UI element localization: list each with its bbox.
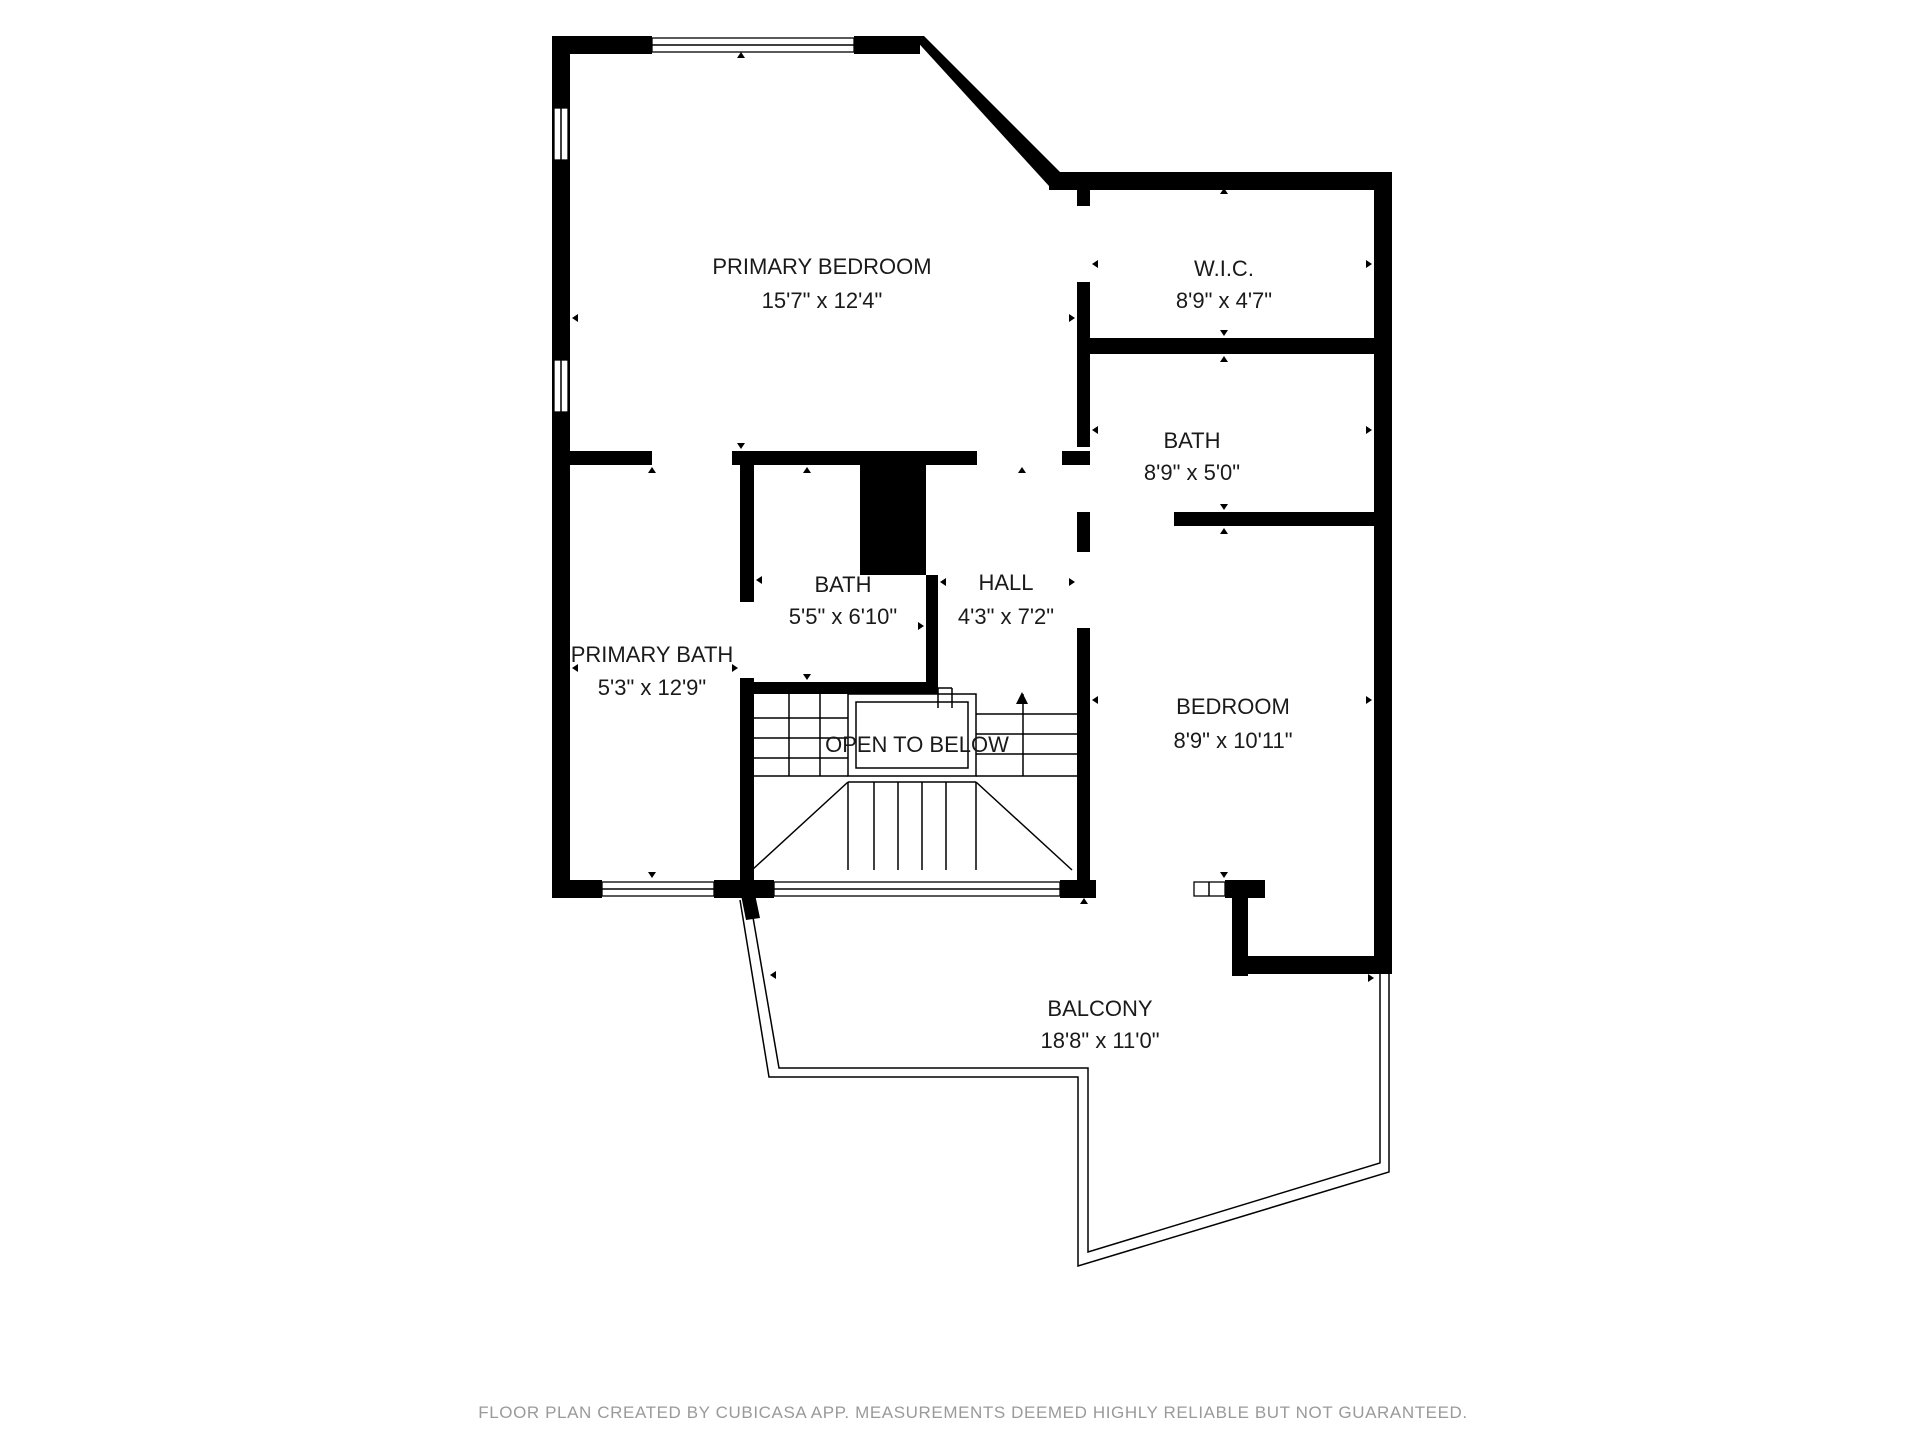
wic-size: 8'9" x 4'7" <box>1176 288 1272 313</box>
bath-center-size: 5'5" x 6'10" <box>789 604 897 629</box>
primary-bath-size: 5'3" x 12'9" <box>598 675 706 700</box>
bedroom-size: 8'9" x 10'11" <box>1173 728 1292 753</box>
walls <box>552 36 1392 976</box>
hall-size: 4'3" x 7'2" <box>958 604 1054 629</box>
measure-markers <box>572 52 1374 982</box>
open-to-below-label: OPEN TO BELOW <box>825 732 1009 757</box>
balcony-size: 18'8" x 11'0" <box>1040 1028 1159 1053</box>
balcony-name: BALCONY <box>1047 996 1152 1021</box>
room-labels: PRIMARY BEDROOM 15'7" x 12'4" W.I.C. 8'9… <box>571 254 1293 1053</box>
bath-right-name: BATH <box>1163 428 1220 453</box>
primary-bedroom-size: 15'7" x 12'4" <box>762 288 883 313</box>
bath-right-size: 8'9" x 5'0" <box>1144 460 1240 485</box>
windows <box>553 37 1226 897</box>
staircase <box>751 687 1078 871</box>
disclaimer-text: FLOOR PLAN CREATED BY CUBICASA APP. MEAS… <box>478 1403 1468 1422</box>
wic-name: W.I.C. <box>1194 256 1254 281</box>
balcony-outline <box>739 899 1390 1268</box>
bath-center-name: BATH <box>814 572 871 597</box>
primary-bath-name: PRIMARY BATH <box>571 642 734 667</box>
hall-name: HALL <box>978 570 1033 595</box>
primary-bedroom-name: PRIMARY BEDROOM <box>712 254 931 279</box>
bedroom-name: BEDROOM <box>1176 694 1290 719</box>
